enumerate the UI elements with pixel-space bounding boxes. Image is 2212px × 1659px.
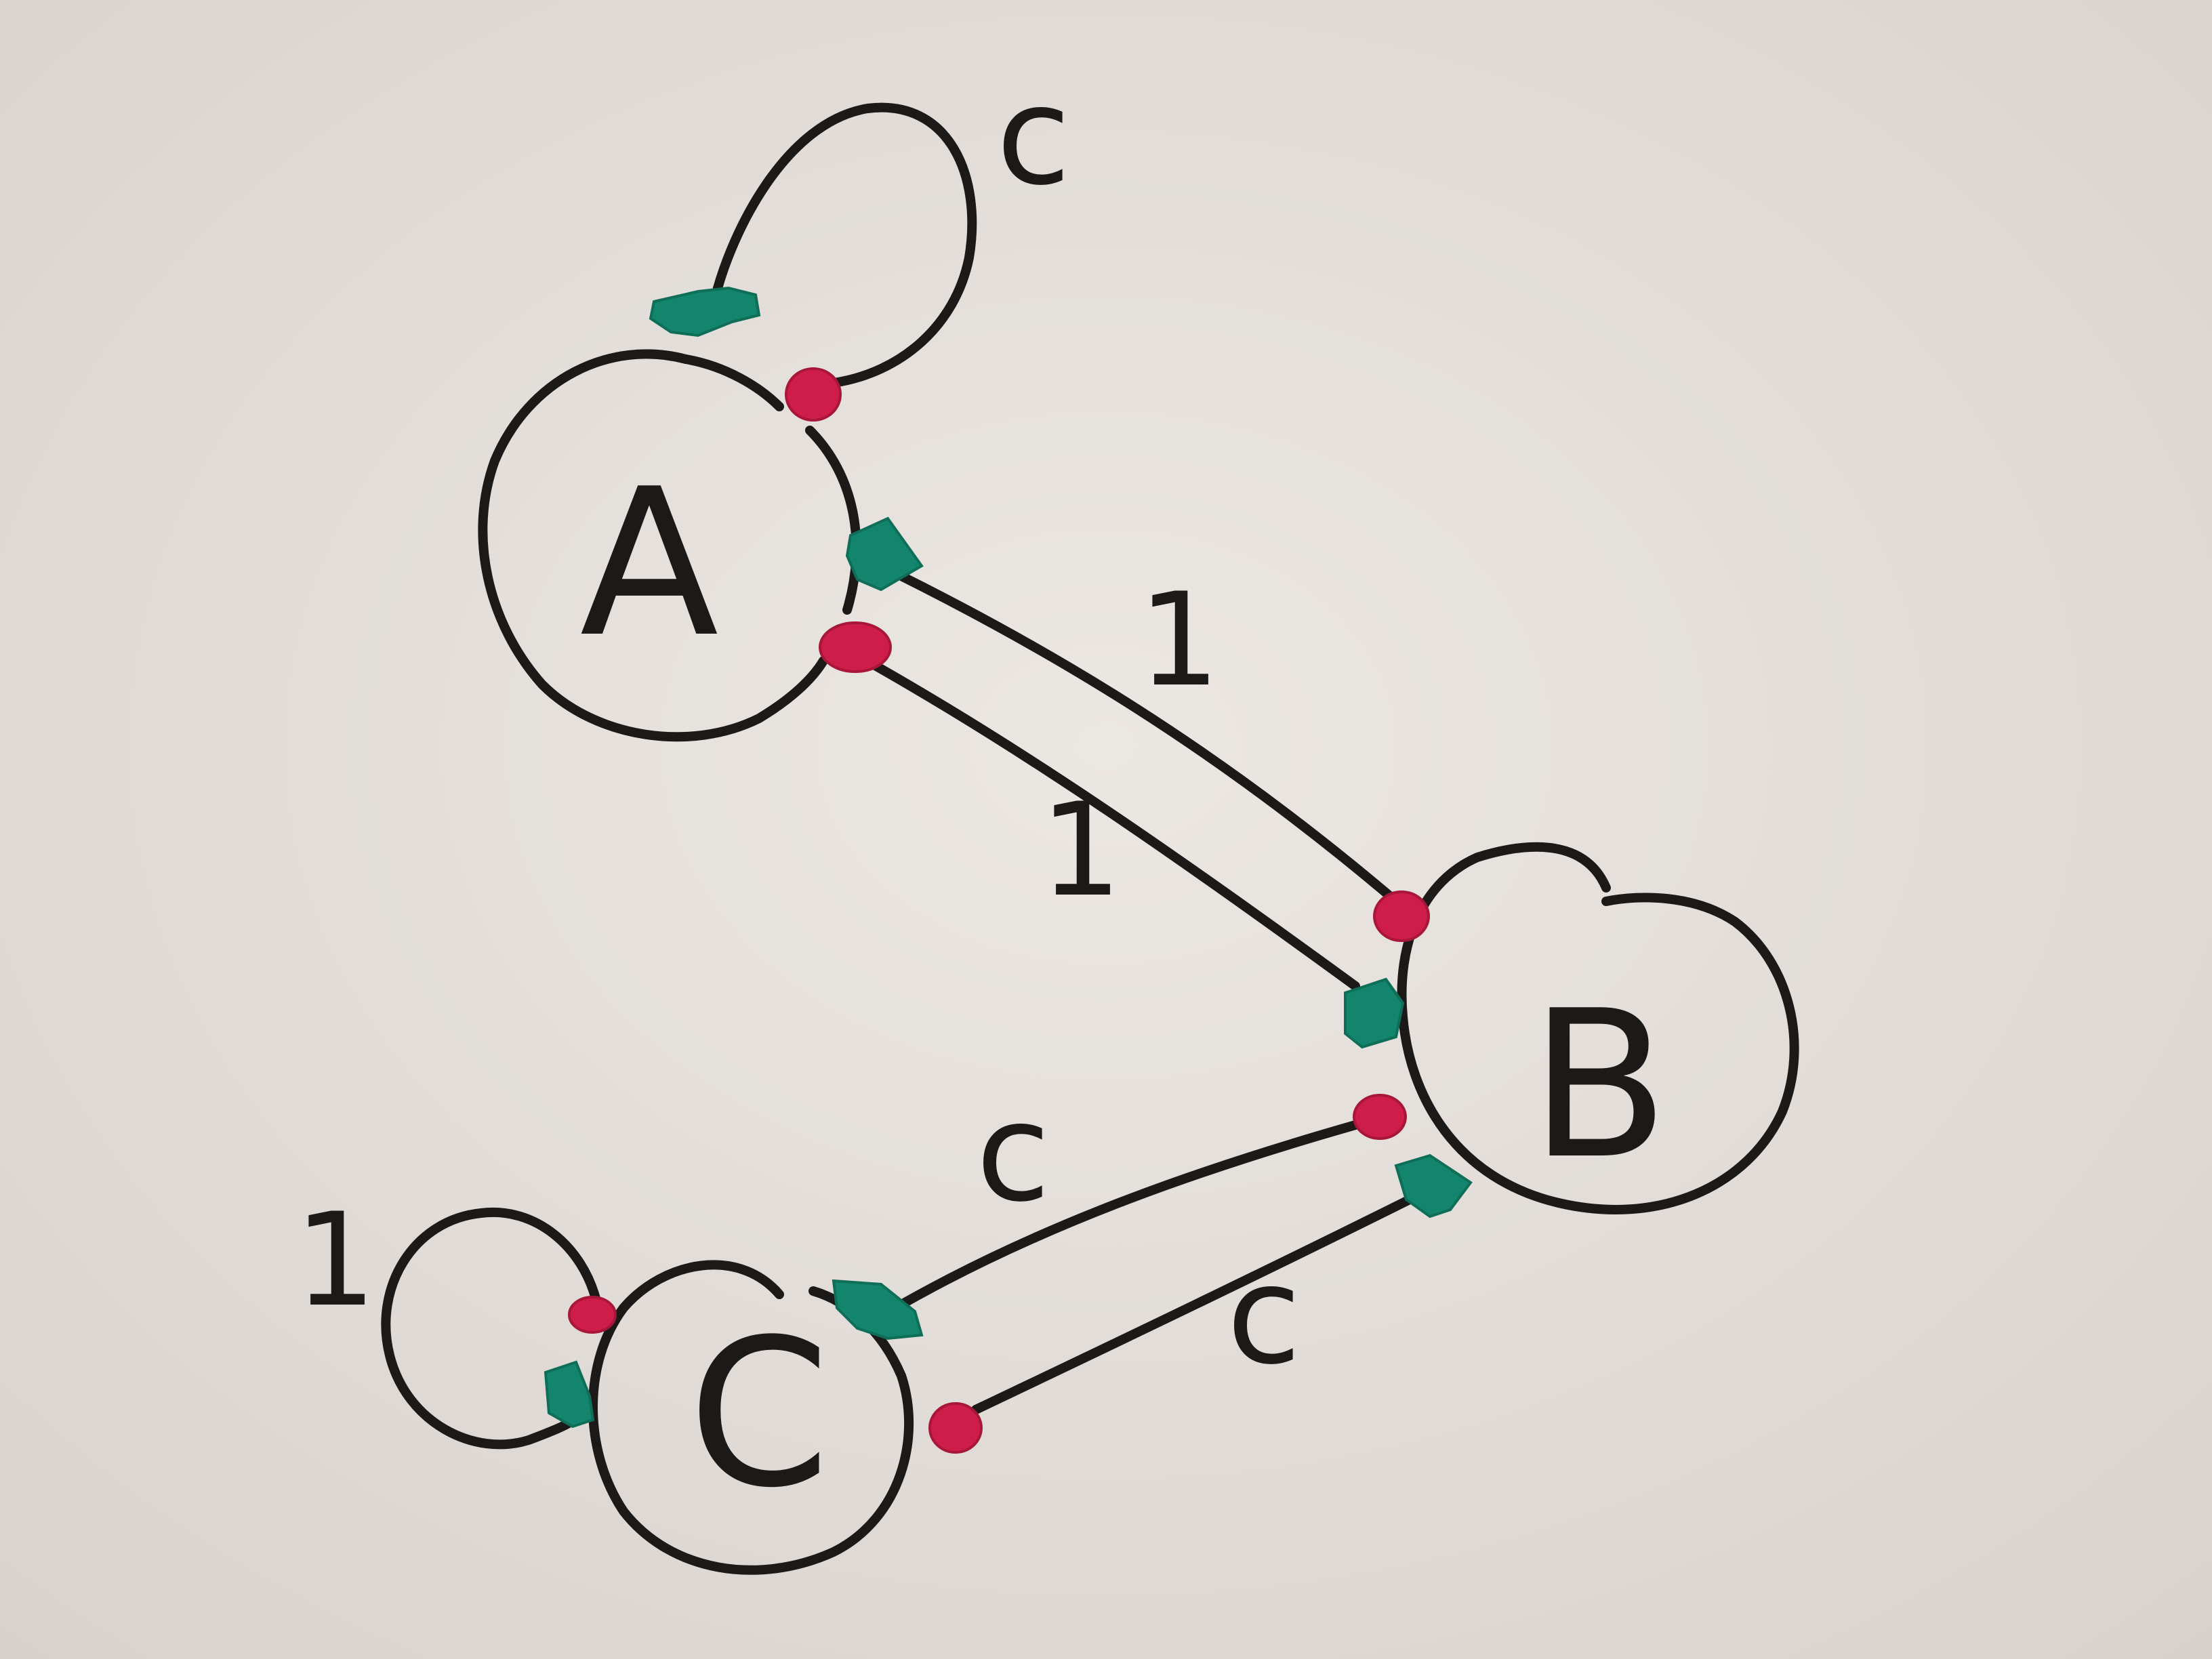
edge-b-c: c xyxy=(897,1074,1360,1309)
edge-a-b-label: 1 xyxy=(1139,565,1221,715)
edge-c-c: 1 xyxy=(295,1185,601,1450)
node-a-label: A xyxy=(579,445,719,682)
edge-b-a: 1 xyxy=(856,653,1360,991)
green-marker-c-loop xyxy=(544,1360,595,1429)
edge-b-c-label: c xyxy=(976,1074,1050,1232)
node-a-circle-right xyxy=(805,426,861,615)
edge-a-b-line xyxy=(897,571,1401,906)
green-marker-c-b xyxy=(832,1279,924,1340)
node-b: B xyxy=(1397,842,1799,1214)
edge-c-b-line xyxy=(971,1188,1428,1414)
node-a-circle-upper xyxy=(681,354,784,411)
red-marker-a-loop xyxy=(785,367,842,422)
green-marker-a-b xyxy=(845,516,924,592)
edge-a-a-label: c xyxy=(996,58,1071,216)
edge-a-a: c xyxy=(710,58,1071,388)
green-marker-b-c xyxy=(1394,1153,1473,1218)
red-marker-c-loop xyxy=(568,1296,617,1334)
node-c-label: C xyxy=(688,1296,830,1532)
edge-c-b-label: c xyxy=(1227,1237,1301,1395)
edge-a-a-line xyxy=(710,102,977,388)
node-c: C xyxy=(588,1260,914,1575)
red-marker-c-b xyxy=(1353,1094,1407,1140)
green-marker-b-a xyxy=(1344,977,1405,1049)
red-marker-b-a xyxy=(819,621,892,673)
red-marker-b-c xyxy=(928,1402,983,1454)
red-marker-a-b xyxy=(1373,890,1430,942)
edge-b-a-label: 1 xyxy=(1040,775,1122,925)
node-a: A xyxy=(478,349,861,742)
green-markers xyxy=(544,286,1473,1429)
edge-c-c-label: 1 xyxy=(295,1185,377,1335)
green-marker-a-loop xyxy=(649,286,761,337)
node-b-label: B xyxy=(1530,967,1669,1204)
edge-c-b: c xyxy=(971,1188,1428,1414)
edge-b-a-line xyxy=(856,653,1360,991)
edge-a-b: 1 xyxy=(897,565,1401,906)
node-a-circle xyxy=(478,349,828,742)
red-markers xyxy=(568,367,1430,1454)
node-b-circle xyxy=(1397,842,1799,1214)
node-c-circle xyxy=(588,1260,914,1575)
edge-c-c-line xyxy=(381,1207,601,1450)
edge-b-c-line xyxy=(897,1120,1360,1309)
